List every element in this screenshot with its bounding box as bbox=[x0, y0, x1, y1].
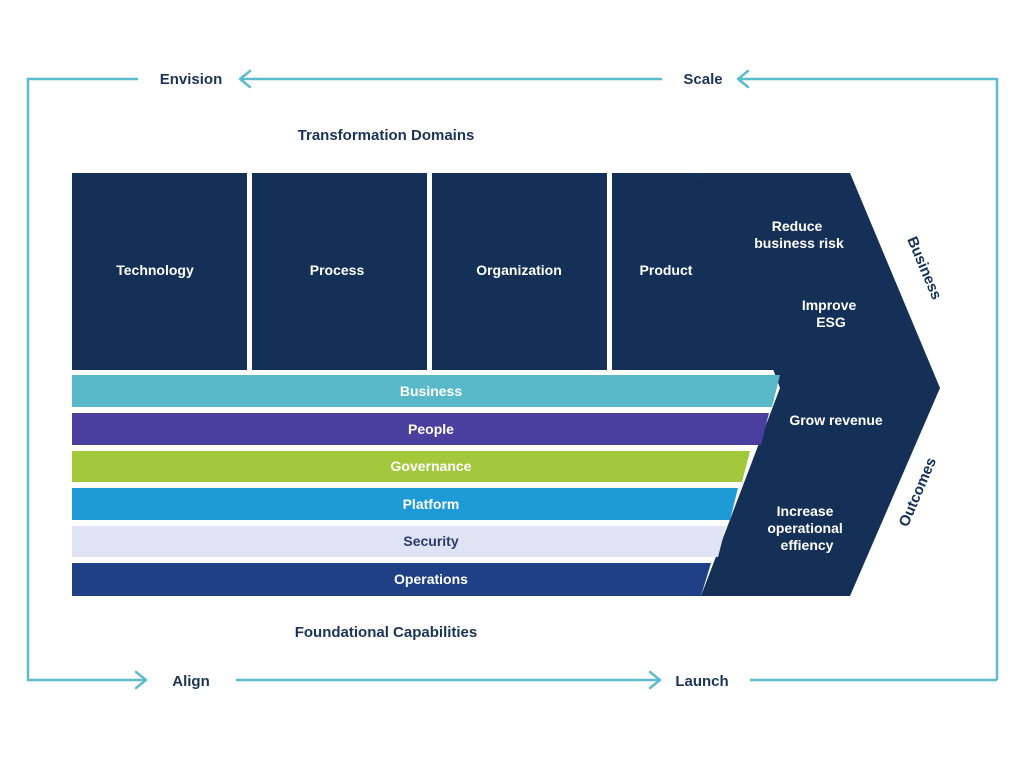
outcome-line: Reduce bbox=[772, 218, 823, 234]
cycle-label-align: Align bbox=[172, 673, 210, 690]
domain-box-product bbox=[612, 173, 780, 370]
capability-bar-governance bbox=[72, 451, 750, 482]
capability-bar-security bbox=[72, 526, 726, 557]
outcome-line: operational bbox=[767, 520, 842, 536]
capability-bar-people bbox=[72, 413, 769, 445]
arrow-right-icon bbox=[648, 670, 662, 690]
cycle-label-envision: Envision bbox=[160, 71, 223, 88]
business-outcomes-label-business: Business bbox=[903, 234, 945, 302]
capability-label-security: Security bbox=[403, 533, 458, 549]
cycle-line-left bbox=[26, 77, 146, 682]
domain-label-process: Process bbox=[310, 262, 365, 278]
outcome-line: Increase bbox=[777, 503, 834, 519]
capability-label-people: People bbox=[408, 421, 454, 437]
outcomes-chevron bbox=[701, 173, 940, 596]
arrow-left-icon bbox=[736, 69, 750, 89]
outcome-line: Improve bbox=[802, 297, 857, 313]
domain-box-technology bbox=[72, 173, 247, 370]
cycle-frame bbox=[26, 69, 999, 690]
capability-bars bbox=[72, 375, 780, 596]
arrow-left-icon bbox=[238, 69, 252, 89]
domain-box-organization bbox=[432, 173, 607, 370]
capability-bar-business bbox=[72, 375, 780, 407]
outcome-line: business risk bbox=[754, 235, 844, 251]
capability-bar-operations bbox=[72, 563, 711, 596]
domain-label-organization: Organization bbox=[476, 262, 562, 278]
outcome-improve-esg: Improve ESG bbox=[802, 297, 860, 330]
arrow-right-icon bbox=[134, 670, 148, 690]
outcome-grow-revenue: Grow revenue bbox=[789, 412, 883, 428]
cycle-label-scale: Scale bbox=[683, 71, 722, 88]
capability-label-platform: Platform bbox=[403, 496, 460, 512]
outcome-increase-operational-effiency: Increase operational effiency bbox=[767, 503, 846, 553]
transformation-domains-title: Transformation Domains bbox=[298, 127, 475, 144]
capability-label-governance: Governance bbox=[391, 458, 472, 474]
capability-bar-platform bbox=[72, 488, 738, 520]
outcome-line: Grow revenue bbox=[789, 412, 883, 428]
domain-box-process bbox=[252, 173, 427, 370]
domain-label-product: Product bbox=[640, 262, 693, 278]
cycle-label-launch: Launch bbox=[675, 673, 728, 690]
foundational-capabilities-title: Foundational Capabilities bbox=[295, 624, 478, 641]
cycle-line-right-top bbox=[748, 77, 999, 680]
outcome-reduce-business-risk: Reduce business risk bbox=[754, 218, 844, 251]
outcome-line: ESG bbox=[816, 314, 846, 330]
domain-label-technology: Technology bbox=[116, 262, 194, 278]
capability-label-business: Business bbox=[400, 383, 462, 399]
outcome-line: effiency bbox=[781, 537, 834, 553]
capability-label-operations: Operations bbox=[394, 571, 468, 587]
